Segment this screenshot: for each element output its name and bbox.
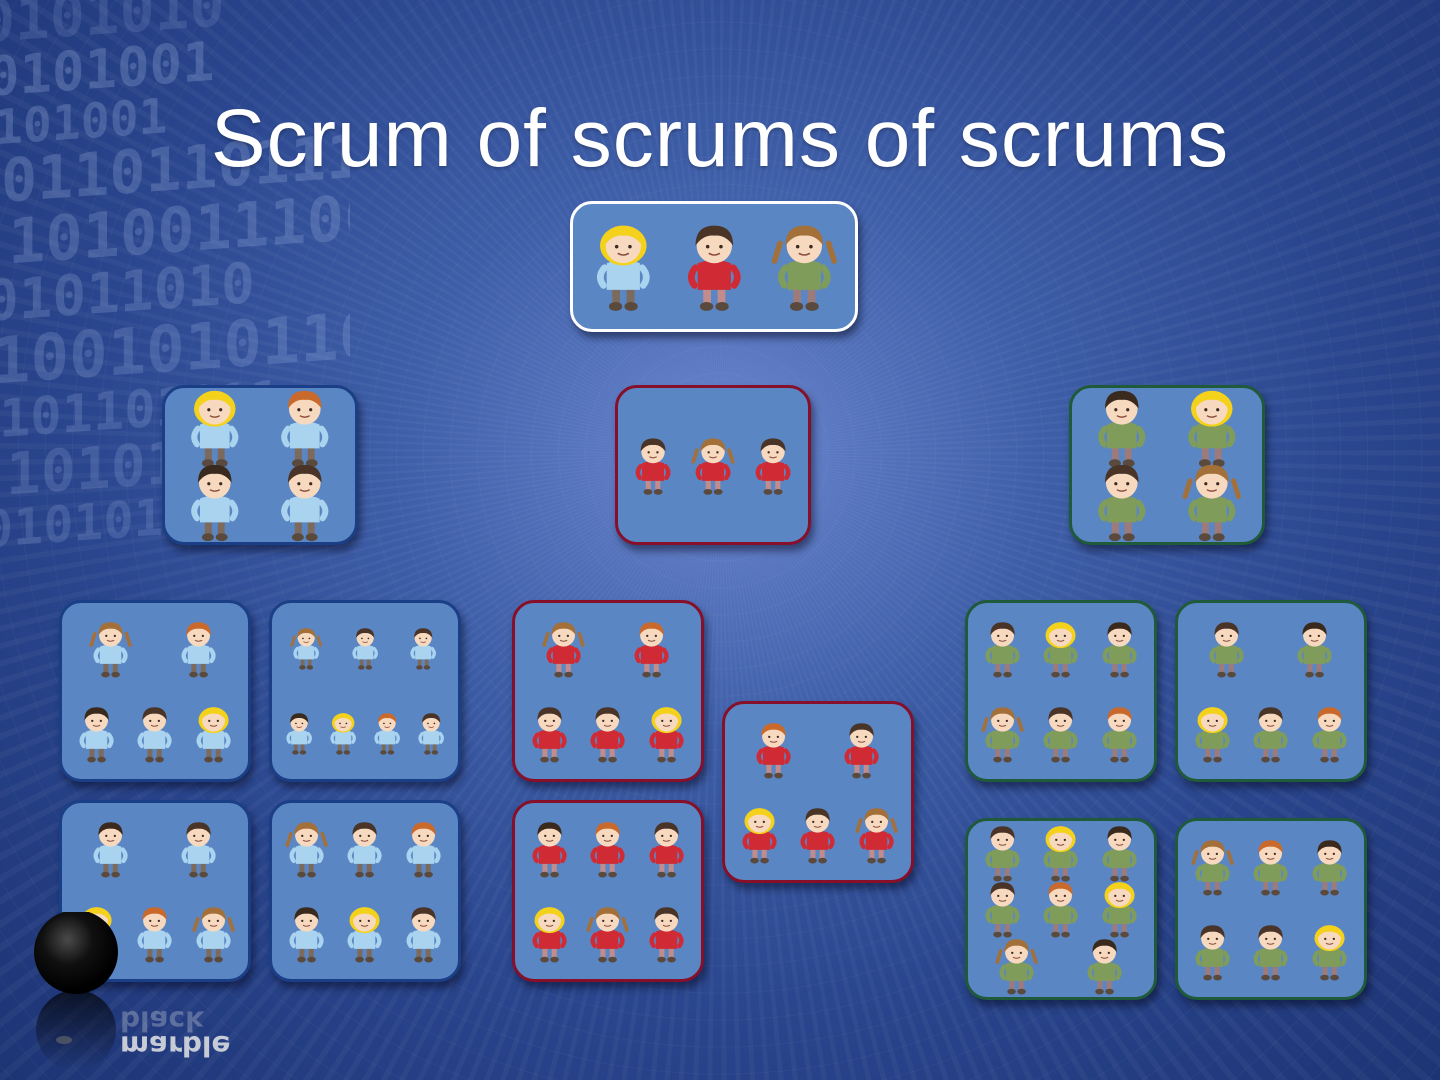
person-icon — [796, 804, 839, 866]
person-icon — [1039, 878, 1082, 940]
red-scrum-team — [722, 701, 914, 883]
red-scrum-team — [512, 800, 704, 982]
person-icon — [771, 219, 838, 314]
person-icon — [1039, 703, 1082, 765]
person-icon — [1249, 703, 1292, 765]
person-icon — [981, 703, 1024, 765]
person-icon — [89, 818, 132, 880]
person-icon — [542, 618, 585, 680]
person-icon — [681, 219, 748, 314]
person-icon — [177, 818, 220, 880]
person-icon — [275, 459, 335, 544]
person-icon — [1092, 459, 1152, 544]
person-icon — [630, 618, 673, 680]
blue-scrum-team — [269, 600, 461, 782]
person-icon — [528, 703, 571, 765]
scrum-of-scrums-of-scrums-team — [570, 201, 858, 332]
slide-title: Scrum of scrums of scrums — [0, 92, 1440, 186]
person-icon — [981, 822, 1024, 884]
person-icon — [586, 903, 629, 965]
person-icon — [1092, 385, 1152, 470]
person-icon — [1098, 618, 1141, 680]
person-icon — [645, 818, 688, 880]
person-icon — [343, 903, 386, 965]
person-icon — [738, 804, 781, 866]
person-icon — [1308, 921, 1351, 983]
blue-scrum-of-scrums-team — [162, 385, 358, 545]
green-scrum-of-scrums-team — [1069, 385, 1265, 545]
person-icon — [177, 618, 220, 680]
marble-orb-icon — [34, 912, 118, 994]
person-icon — [283, 710, 315, 756]
person-icon — [995, 935, 1038, 997]
person-icon — [1191, 836, 1234, 898]
red-scrum-of-scrums-team — [615, 385, 811, 545]
person-icon — [133, 703, 176, 765]
person-icon — [415, 710, 447, 756]
person-icon — [1191, 921, 1234, 983]
person-icon — [645, 903, 688, 965]
person-icon — [855, 804, 898, 866]
person-icon — [402, 818, 445, 880]
person-icon — [192, 703, 235, 765]
person-icon — [1039, 822, 1082, 884]
person-icon — [1293, 618, 1336, 680]
person-icon — [1039, 618, 1082, 680]
blue-scrum-team — [269, 800, 461, 982]
person-icon — [1098, 822, 1141, 884]
green-scrum-team — [1175, 600, 1367, 782]
person-icon — [1083, 935, 1126, 997]
person-icon — [691, 434, 735, 497]
person-icon — [185, 385, 245, 470]
red-scrum-team — [512, 600, 704, 782]
person-icon — [290, 625, 322, 671]
person-icon — [275, 385, 335, 470]
person-icon — [751, 434, 795, 497]
person-icon — [285, 818, 328, 880]
person-icon — [75, 703, 118, 765]
person-icon — [1308, 836, 1351, 898]
person-icon — [631, 434, 675, 497]
logo-wordmark: marble black — [120, 1008, 231, 1058]
person-icon — [528, 818, 571, 880]
person-icon — [1098, 703, 1141, 765]
person-icon — [1098, 878, 1141, 940]
person-icon — [840, 719, 883, 781]
person-icon — [327, 710, 359, 756]
person-icon — [1191, 703, 1234, 765]
green-scrum-team — [965, 818, 1157, 1000]
person-icon — [752, 719, 795, 781]
person-icon — [1205, 618, 1248, 680]
logo-word-black: black — [120, 1008, 231, 1033]
person-icon — [407, 625, 439, 671]
person-icon — [89, 618, 132, 680]
person-icon — [1182, 459, 1242, 544]
person-icon — [586, 703, 629, 765]
blue-scrum-team — [59, 600, 251, 782]
person-icon — [528, 903, 571, 965]
person-icon — [1308, 703, 1351, 765]
person-icon — [343, 818, 386, 880]
green-scrum-team — [1175, 818, 1367, 1000]
person-icon — [981, 618, 1024, 680]
person-icon — [590, 219, 657, 314]
person-icon — [1249, 836, 1292, 898]
person-icon — [586, 818, 629, 880]
person-icon — [402, 903, 445, 965]
person-icon — [645, 703, 688, 765]
person-icon — [981, 878, 1024, 940]
person-icon — [1249, 921, 1292, 983]
person-icon — [349, 625, 381, 671]
green-scrum-team — [965, 600, 1157, 782]
person-icon — [285, 903, 328, 965]
person-icon — [185, 459, 245, 544]
person-icon — [1182, 385, 1242, 470]
person-icon — [371, 710, 403, 756]
